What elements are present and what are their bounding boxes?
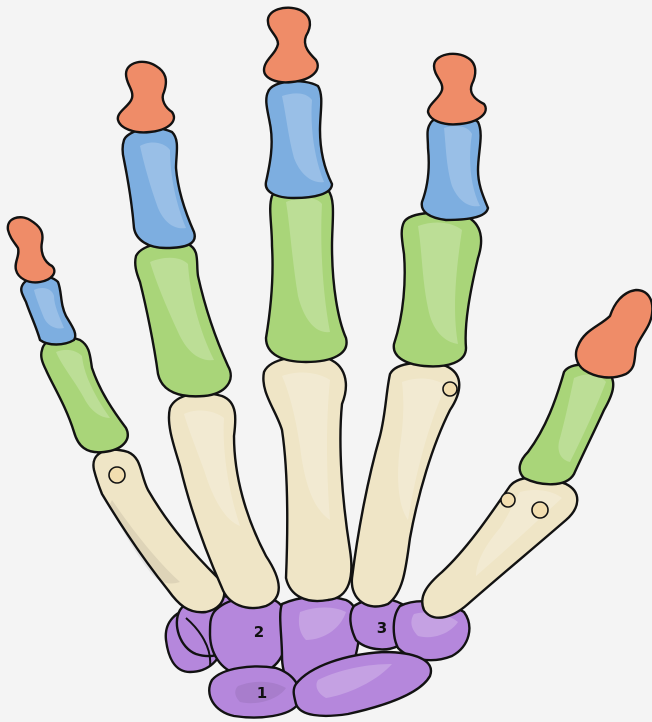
little-distal-phalanx — [8, 217, 55, 282]
index-metacarpal-sesamoid — [443, 382, 457, 396]
index-finger — [352, 54, 488, 607]
label-2: 2 — [254, 623, 264, 641]
index-distal-phalanx — [428, 54, 486, 125]
label-1: 1 — [257, 684, 267, 702]
label-3: 3 — [377, 619, 387, 637]
thumb-distal-phalanx — [576, 290, 652, 377]
thumb-sesamoid-medial — [532, 502, 548, 518]
little-metacarpal-sesamoid — [109, 467, 125, 483]
carpal-bones — [166, 595, 470, 717]
ring-distal-phalanx — [118, 62, 174, 133]
thumb-sesamoid-lateral — [501, 493, 515, 507]
middle-distal-phalanx — [264, 8, 318, 83]
middle-finger — [263, 8, 351, 601]
